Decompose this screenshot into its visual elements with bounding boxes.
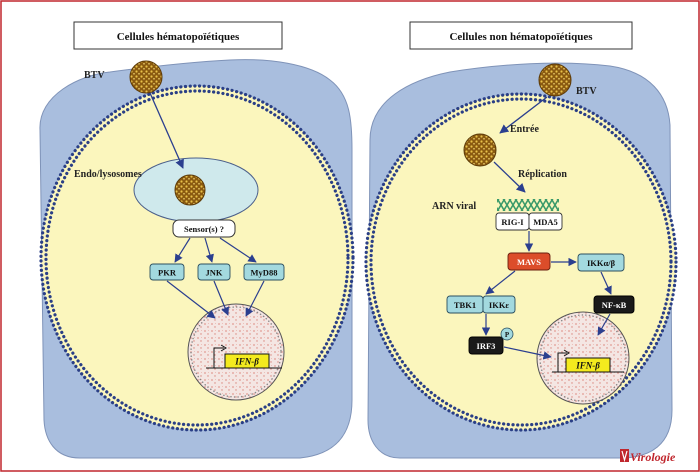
left-panel: Cellules hématopoïétiques BTV Endo/lysos… — [39, 21, 355, 459]
left-internalized-virus — [174, 174, 206, 206]
rna-label: ARN viral — [432, 201, 476, 212]
right-nucleus-envelope — [539, 314, 627, 402]
entry-label: Entrée — [510, 124, 539, 135]
arrow-pkr-to-nucleus — [166, 280, 216, 319]
myd88-box — [243, 263, 285, 281]
right-membrane — [364, 92, 678, 432]
endosome-label: Endo/lysosomes — [74, 169, 142, 180]
mda5-box — [528, 212, 563, 231]
left-membrane — [39, 84, 355, 432]
logo-mark — [620, 449, 629, 462]
arrow-mavs-to-tbk1 — [485, 270, 516, 295]
right-virus-label: BTV — [576, 86, 597, 97]
pkr-label: PKR — [158, 268, 177, 278]
right-gene-label: IFN-β — [575, 361, 600, 371]
logo-text: Virologie — [630, 450, 676, 464]
right-title-box — [409, 21, 633, 50]
right-title: Cellules non hématopoïétiques — [449, 31, 593, 43]
left-gene-label: IFN-β — [234, 357, 259, 367]
mavs-label: MAVS — [517, 257, 541, 267]
phospho-badge — [500, 327, 514, 341]
pkr-box — [149, 263, 185, 281]
right-gene-box — [565, 357, 611, 373]
left-virus-label: BTV — [84, 70, 105, 81]
arrow-sensor-to-pkr — [174, 237, 191, 263]
arrow-myd88-to-nucleus — [245, 280, 265, 317]
right-virus-particle — [538, 63, 572, 97]
myd88-label: MyD88 — [251, 268, 278, 278]
left-title-box — [73, 21, 283, 50]
viral-rna-strand — [497, 199, 559, 211]
arrow-replication — [493, 161, 526, 193]
rig-i-label: RIG-I — [501, 217, 524, 227]
arrow-ikk-to-nfkb — [600, 271, 612, 295]
arrow-sensor-to-myd88 — [219, 237, 257, 263]
jnk-box — [197, 263, 231, 281]
ikke-label: IKKε — [489, 300, 510, 310]
nfkb-label: NF-κB — [602, 300, 627, 310]
ikk-label: IKKα/β — [587, 258, 616, 268]
irf3-label: IRF3 — [477, 341, 496, 351]
right-internalized-virus — [463, 133, 497, 167]
virologie-logo: Virologie — [620, 449, 676, 464]
ikke-box — [482, 295, 516, 314]
mavs-box — [507, 252, 551, 271]
sensor-box — [172, 219, 236, 238]
jnk-label: JNK — [206, 268, 223, 278]
nfkb-box — [593, 295, 635, 314]
left-membrane-inner — [44, 89, 350, 427]
left-nucleus — [187, 303, 285, 401]
right-transcription-start — [557, 352, 567, 372]
arrow-virus-to-endosome — [149, 92, 184, 169]
left-title: Cellules hématopoïétiques — [117, 31, 240, 43]
mda5-label: MDA5 — [533, 217, 558, 227]
arrow-jnk-to-nucleus — [213, 280, 230, 316]
right-membrane-inner — [369, 97, 673, 427]
irf3-box — [468, 336, 504, 355]
arrow-nfkb-to-nucleus — [597, 313, 611, 336]
arrow-sensor-to-jnk — [204, 237, 214, 263]
tbk1-label: TBK1 — [454, 300, 476, 310]
replication-label: Réplication — [518, 169, 567, 180]
arrow-irf3-to-nucleus — [503, 346, 552, 360]
arrow-entry — [499, 96, 548, 134]
left-virus-particle — [129, 60, 163, 94]
sensor-label: Sensor(s) ? — [184, 224, 224, 234]
ikk-box — [577, 253, 625, 272]
right-panel: Cellules non hématopoïétiques BTV Entrée… — [364, 21, 678, 459]
left-transcription-start — [213, 347, 224, 368]
left-gene-box — [224, 353, 270, 369]
left-nucleus-envelope — [190, 306, 282, 398]
phospho-label: P — [505, 331, 510, 339]
